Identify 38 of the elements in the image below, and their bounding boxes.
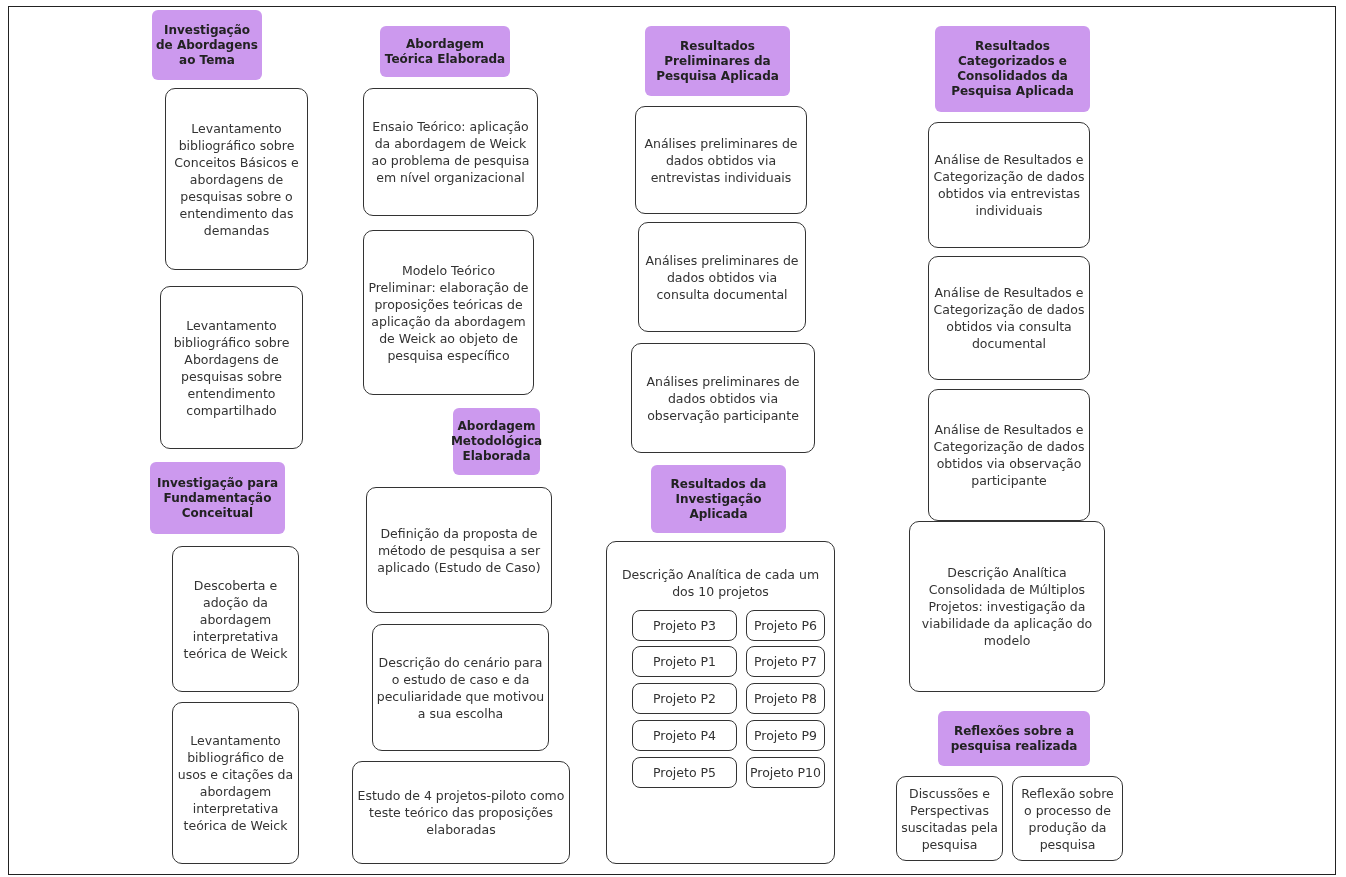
process-box: Análises preliminares de dados obtidos via entrevistas individuais	[635, 106, 807, 214]
heading-tab: Abordagem Metodológica Elaborada	[453, 408, 540, 475]
process-box: Análises preliminares de dados obtidos via observação participante	[631, 343, 815, 453]
process-box: Estudo de 4 projetos-piloto como teste teórico das proposições elaboradas	[352, 761, 570, 864]
process-box: Descrição Analítica Consolidada de Múltiplos Projetos: investigação da viabilidade da aplicação do modelo	[909, 521, 1105, 692]
heading-tab: Abordagem Teórica Elaborada	[380, 26, 510, 77]
process-box	[606, 541, 835, 864]
process-box: Ensaio Teórico: aplicação da abordagem de Weick ao problema de pesquisa em nível organizacional	[363, 88, 538, 216]
process-box: Descoberta e adoção da abordagem interpretativa teórica de Weick	[172, 546, 299, 692]
heading-tab: Investigação para Fundamentação Conceitual	[150, 462, 285, 534]
process-box: Análise de Resultados e Categorização de dados obtidos via entrevistas individuais	[928, 122, 1090, 248]
project-box: Projeto P6	[746, 610, 825, 641]
project-box: Projeto P9	[746, 720, 825, 751]
process-box: Levantamento bibliográfico de usos e citações da abordagem interpretativa teórica de Weick	[172, 702, 299, 864]
heading-tab: Resultados Preliminares da Pesquisa Aplicada	[645, 26, 790, 96]
process-box: Discussões e Perspectivas suscitadas pela pesquisa	[896, 776, 1003, 861]
project-box: Projeto P4	[632, 720, 737, 751]
project-box: Projeto P5	[632, 757, 737, 788]
project-box: Projeto P7	[746, 646, 825, 677]
process-box: Análise de Resultados e Categorização de dados obtidos via consulta documental	[928, 256, 1090, 380]
process-box: Levantamento bibliográfico sobre Abordagens de pesquisas sobre entendimento compartilhado	[160, 286, 303, 449]
heading-tab: Investigação de Abordagens ao Tema	[152, 10, 262, 80]
heading-tab: Resultados da Investigação Aplicada	[651, 465, 786, 533]
process-box: Modelo Teórico Preliminar: elaboração de proposições teóricas de aplicação da abordagem de Weick ao objeto de pesquisa específico	[363, 230, 534, 395]
project-box: Projeto P10	[746, 757, 825, 788]
process-box: Reflexão sobre o processo de produção da pesquisa	[1012, 776, 1123, 861]
project-box: Projeto P8	[746, 683, 825, 714]
process-box: Definição da proposta de método de pesquisa a ser aplicado (Estudo de Caso)	[366, 487, 552, 613]
process-box: Análises preliminares de dados obtidos via consulta documental	[638, 222, 806, 332]
process-box: Levantamento bibliográfico sobre Conceitos Básicos e abordagens de pesquisas sobre o entendimento das demandas	[165, 88, 308, 270]
project-box: Projeto P3	[632, 610, 737, 641]
project-box: Projeto P2	[632, 683, 737, 714]
process-box: Descrição do cenário para o estudo de caso e da peculiaridade que motivou a sua escolha	[372, 624, 549, 751]
heading-tab: Resultados Categorizados e Consolidados da Pesquisa Aplicada	[935, 26, 1090, 112]
project-box: Projeto P1	[632, 646, 737, 677]
heading-tab: Reflexões sobre a pesquisa realizada	[938, 711, 1090, 766]
box-text: Descrição Analítica de cada um dos 10 projetos	[620, 566, 821, 600]
process-box: Análise de Resultados e Categorização de dados obtidos via observação participante	[928, 389, 1090, 521]
